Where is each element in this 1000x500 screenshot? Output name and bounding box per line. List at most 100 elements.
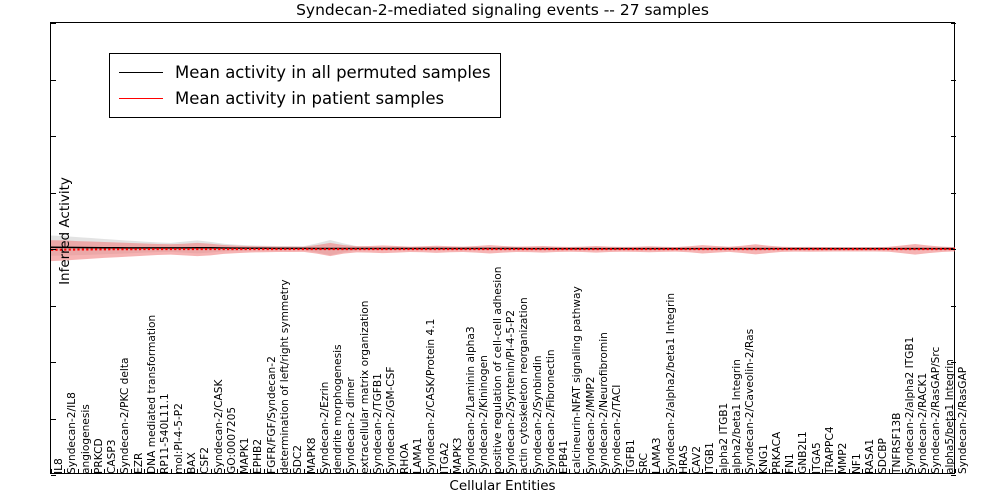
x-axis-tick: [144, 469, 146, 473]
x-axis-tick-label: LAMA3: [651, 437, 664, 474]
y-axis-tick-right: [951, 305, 956, 307]
x-axis-tick: [662, 469, 664, 473]
x-axis-tick-label: RASA1: [863, 438, 876, 474]
x-axis-tick-label: Syndecan-2/IL8: [66, 392, 79, 474]
x-axis-tick-label: MAPK3: [451, 437, 464, 474]
x-axis-tick-label: Syndecan-2/Neurofibromin: [598, 332, 611, 474]
x-axis-tick-label: SDCBP: [877, 438, 890, 474]
x-axis-tick-label: Syndecan-2/Synbindin: [531, 355, 544, 474]
x-axis-tick-label: BAX: [185, 452, 198, 474]
x-axis-tick-label: determination of left/right symmetry: [279, 279, 291, 475]
x-axis-tick: [808, 469, 810, 473]
x-axis-tick: [875, 469, 877, 473]
x-axis-tick-label: actin cytoskeleton reorganization: [518, 297, 531, 474]
legend-swatch-permuted: [119, 71, 163, 73]
x-axis-tick-label: Syndecan-2/Kininogen: [478, 355, 491, 474]
x-axis-tick-label: RHOA: [398, 443, 411, 474]
x-axis-tick: [715, 469, 717, 473]
x-axis-tick: [489, 469, 491, 473]
x-axis-tick-label: IL8: [53, 458, 65, 474]
x-axis-tick-label: FN1: [784, 453, 797, 474]
x-axis-tick: [449, 469, 451, 473]
x-axis-tick-label: LAMA1: [411, 437, 424, 474]
x-axis-tick-label: alpha5/beta1 Integrin: [943, 359, 956, 474]
x-axis-tick: [409, 469, 411, 473]
x-axis-tick-label: extracellular matrix organization: [358, 300, 371, 474]
x-axis-tick: [675, 469, 677, 473]
x-axis-tick-label: Syndecan-2/MMP2: [584, 376, 597, 474]
x-axis-tick-label: Syndecan-2/TGFB1: [372, 373, 385, 474]
x-axis-tick: [542, 469, 544, 473]
x-axis-tick-label: SDC2: [292, 444, 305, 474]
plot-canvas: [51, 235, 955, 262]
x-axis-tick: [556, 469, 558, 473]
x-axis-tick-label: calcineurin-NFAT signaling pathway: [571, 286, 584, 474]
x-axis-tick: [702, 469, 704, 473]
x-axis-tick-label: TGFB1: [624, 439, 637, 474]
x-axis-tick: [768, 469, 770, 473]
x-axis-tick-label: SRC: [637, 453, 650, 474]
x-axis-tick-label: TNFRSF13B: [890, 412, 903, 474]
x-axis-tick-label: Syndecan-2/alpha2 ITGB1: [903, 336, 916, 474]
x-axis-tick: [263, 469, 265, 473]
x-axis-tick: [928, 469, 930, 473]
x-axis-tick: [516, 469, 518, 473]
x-axis-tick-label: GO:0007205: [225, 406, 238, 474]
x-axis-tick-label: Syndecan-2/TACI: [611, 384, 624, 474]
x-axis-label: Cellular Entities: [449, 478, 556, 494]
x-axis-tick: [569, 469, 571, 473]
y-axis-tick: [51, 362, 56, 363]
x-axis-tick: [290, 469, 292, 473]
y-axis-tick: [51, 23, 56, 24]
y-axis-tick-right: [951, 362, 956, 363]
x-axis-tick-label: Syndecan-2/Fibronectin: [544, 349, 557, 474]
x-axis-tick: [210, 469, 212, 473]
x-axis-tick: [503, 469, 504, 473]
x-axis-tick: [197, 469, 199, 473]
x-axis-tick-label: CASP3: [106, 439, 119, 475]
x-axis-tick-label: Syndecan-2/Caveolin-2/Ras: [744, 328, 757, 474]
x-axis-tick: [157, 469, 159, 473]
y-axis-tick: [51, 192, 56, 194]
x-axis-tick-label: Syndecan-2/RasGAP/Src: [930, 346, 943, 474]
x-axis-tick-label: EPHB2: [252, 438, 265, 474]
x-axis-tick-label: Syndecan-2/RasGAP: [957, 366, 969, 474]
legend-item-patient: Mean activity in patient samples: [119, 85, 491, 111]
x-axis-tick: [51, 469, 52, 473]
x-axis-tick: [888, 469, 890, 473]
x-axis-tick: [330, 469, 332, 473]
x-axis-tick-label: alpha2 ITGB1: [717, 402, 730, 474]
x-axis-tick-label: KNG1: [757, 444, 770, 474]
y-axis-tick-right: [951, 23, 956, 24]
x-axis-tick-label: EZR: [132, 452, 145, 474]
x-axis-tick: [822, 469, 824, 473]
x-axis-tick-label: Syndecan-2/Ezrin: [318, 381, 331, 474]
x-axis-tick: [90, 469, 92, 473]
x-axis-tick: [64, 469, 66, 473]
x-axis-tick-label: FGFR/FGF/Syndecan-2: [265, 356, 278, 474]
legend-label-patient: Mean activity in patient samples: [175, 88, 445, 108]
x-axis-tick-label: TRAPPC4: [824, 426, 837, 474]
x-axis-tick-label: CAV2: [691, 446, 704, 474]
x-axis-tick-label: Syndecan-2/Laminin alpha3: [465, 326, 478, 474]
x-axis-tick-label: ITGB1: [704, 442, 717, 474]
x-axis-tick: [383, 469, 385, 473]
x-axis-tick: [130, 469, 132, 473]
x-axis-tick: [582, 469, 584, 473]
x-axis-tick: [848, 469, 850, 473]
x-axis-tick-label: dendrite morphogenesis: [332, 344, 345, 474]
x-axis-tick-label: positive regulation of cell-cell adhesio…: [491, 266, 504, 474]
x-axis-tick-label: MAPK8: [305, 437, 318, 474]
y-axis-tick: [51, 136, 56, 137]
x-axis-tick: [596, 469, 598, 473]
x-axis-tick-label: Syndecan-2/Syntenin/PI-4-5-P2: [505, 309, 517, 474]
x-axis-tick-label: alpha2/beta1 Integrin: [731, 359, 743, 474]
x-axis-tick: [303, 469, 305, 473]
x-axis-tick: [343, 469, 345, 473]
x-axis-tick: [104, 469, 106, 473]
x-axis-tick: [356, 469, 358, 473]
x-axis-tick-label: EPB41: [558, 440, 571, 474]
x-axis-tick: [463, 469, 465, 473]
x-axis-tick-label: Syndecan-2/PKC delta: [119, 357, 132, 474]
